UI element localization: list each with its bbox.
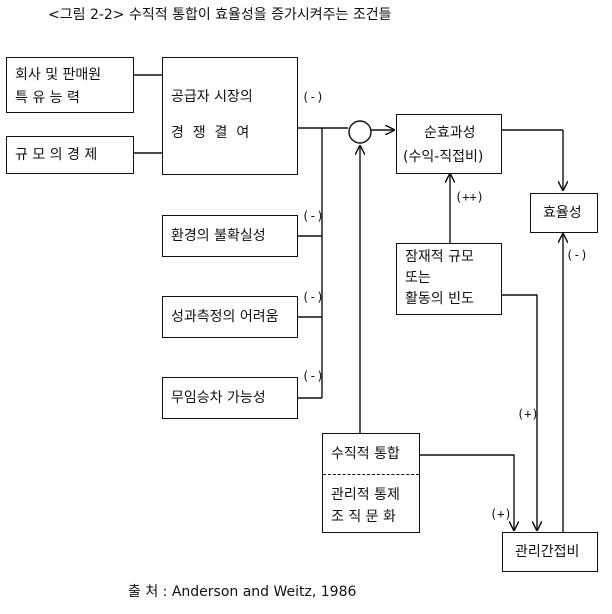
box-potential-scale-line2: 또는 [405,270,431,286]
sign-env-uncertainty: (-) [302,209,324,223]
arrow-integration-to-admin [420,454,514,530]
box-free-riding-label: 무임승차 가능성 [171,390,266,406]
box-potential-scale-line3: 활동의 빈도 [405,291,474,307]
sign-supplier-market: (-) [302,90,324,104]
box-admin-cost-label: 관리간접비 [515,544,580,560]
box-efficiency-label: 효율성 [543,205,582,221]
box-net-effect: 순효과성 (수익-직접비) [396,114,502,174]
box-vertical-integration-line1: 수직적 통합 [331,446,400,462]
box-perf-measurement-label: 성과측정의 어려움 [171,309,279,325]
box-vertical-integration: 수직적 통합 관리적 통제 조 직 문 화 [322,433,420,533]
source-citation: 출 처 : Anderson and Weitz, 1986 [128,584,357,600]
box-env-uncertainty-label: 환경의 불확실성 [171,228,266,244]
box-net-effect-line1: 순효과성 [424,125,476,141]
box-supplier-market-line1: 공급자 시장의 [171,89,253,105]
sign-admin-to-efficiency: (-) [566,248,588,262]
box-company-sales: 회사 및 판매원 특 유 능 력 [6,57,134,113]
sign-free-riding: (-) [302,369,324,383]
box-supplier-market-line2: 경 쟁 결 여 [171,125,250,141]
box-vertical-integration-line2: 관리적 통제 [331,487,400,503]
box-env-uncertainty: 환경의 불확실성 [162,215,298,257]
sign-integration-to-admin: (+) [490,507,512,521]
box-scale-economy: 규 모 의 경 제 [6,136,134,174]
box-potential-scale: 잠재적 규모 또는 활동의 빈도 [396,243,502,315]
box-potential-scale-line1: 잠재적 규모 [405,249,474,265]
box-efficiency: 효율성 [530,193,598,233]
box-company-sales-line2: 특 유 능 력 [15,90,80,106]
box-net-effect-line2: (수익-직접비) [403,149,484,165]
sign-potential-to-admin: (+) [517,407,539,421]
sign-potential-to-net: (++) [455,190,484,204]
box-perf-measurement: 성과측정의 어려움 [162,296,298,338]
figure-title: <그림 2-2> 수직적 통합이 효율성을 증가시켜주는 조건들 [48,7,392,23]
box-admin-cost: 관리간접비 [502,532,598,572]
summing-node [348,120,372,144]
box-supplier-market: 공급자 시장의 경 쟁 결 여 [162,57,298,175]
box-free-riding: 무임승차 가능성 [162,377,298,419]
box-vertical-integration-line3: 조 직 문 화 [331,509,396,525]
arrow-potential-to-admin [502,294,537,530]
box-company-sales-line1: 회사 및 판매원 [15,67,102,83]
box-vertical-integration-divider [323,474,419,475]
box-scale-economy-label: 규 모 의 경 제 [15,147,98,163]
sign-perf-measurement: (-) [302,290,324,304]
